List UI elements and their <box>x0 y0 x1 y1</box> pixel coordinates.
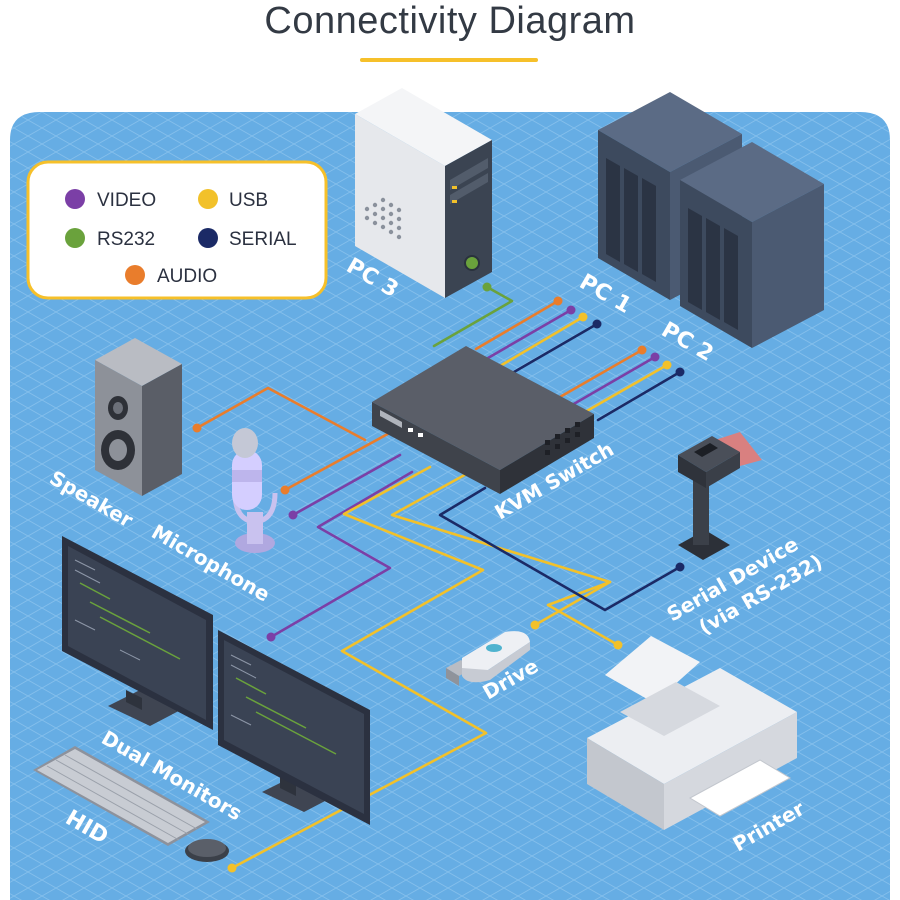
page-title: Connectivity Diagram <box>264 0 636 42</box>
cable-video-pc2 <box>570 355 657 407</box>
monitor-right-icon <box>218 630 370 825</box>
kvm-switch-icon <box>372 346 594 494</box>
pc2-server-icon <box>680 142 824 348</box>
legend-label-audio: AUDIO <box>157 266 217 287</box>
microphone-icon <box>232 428 278 553</box>
legend-swatch-usb <box>198 189 218 209</box>
title-underline <box>360 58 538 62</box>
usb-drive-icon <box>446 631 530 686</box>
legend: VIDEO USB RS232 SERIAL AUDIO <box>26 160 328 300</box>
printer-icon <box>587 636 797 830</box>
monitor-left-icon <box>62 536 213 730</box>
legend-label-rs232: RS232 <box>97 229 155 250</box>
cable-serial-pc2 <box>596 370 682 422</box>
cable-video-monitor1 <box>291 453 402 517</box>
cable-usb-pc2 <box>583 363 669 414</box>
cable-usb-printer <box>546 580 620 647</box>
keyboard-icon <box>33 746 210 846</box>
cable-serial-pc1 <box>512 322 599 374</box>
cable-usb-drive <box>390 470 612 627</box>
pc3-tower-icon <box>355 88 492 298</box>
legend-label-video: VIDEO <box>97 190 156 211</box>
cable-video-pc1 <box>486 308 573 360</box>
mouse-icon <box>185 839 229 862</box>
cable-usb-hid <box>230 465 488 870</box>
legend-label-serial: SERIAL <box>229 229 297 250</box>
cable-audio-microphone <box>283 428 397 492</box>
cables <box>195 285 682 870</box>
serial-device-icon <box>678 432 762 560</box>
legend-swatch-video <box>65 189 85 209</box>
cable-audio-pc2 <box>558 348 644 399</box>
cable-rs232-pc3 <box>432 285 514 348</box>
cable-endpoints <box>192 282 685 873</box>
legend-label-usb: USB <box>229 190 268 211</box>
cable-audio-pc1 <box>474 299 560 351</box>
speaker-icon <box>95 338 182 496</box>
cable-audio-speaker <box>195 386 367 442</box>
legend-swatch-serial <box>198 228 218 248</box>
cable-usb-pc1 <box>498 315 585 368</box>
legend-swatch-rs232 <box>65 228 85 248</box>
cable-video-monitor2 <box>269 470 414 639</box>
legend-swatch-audio <box>125 265 145 285</box>
cable-serial-device <box>438 486 682 612</box>
